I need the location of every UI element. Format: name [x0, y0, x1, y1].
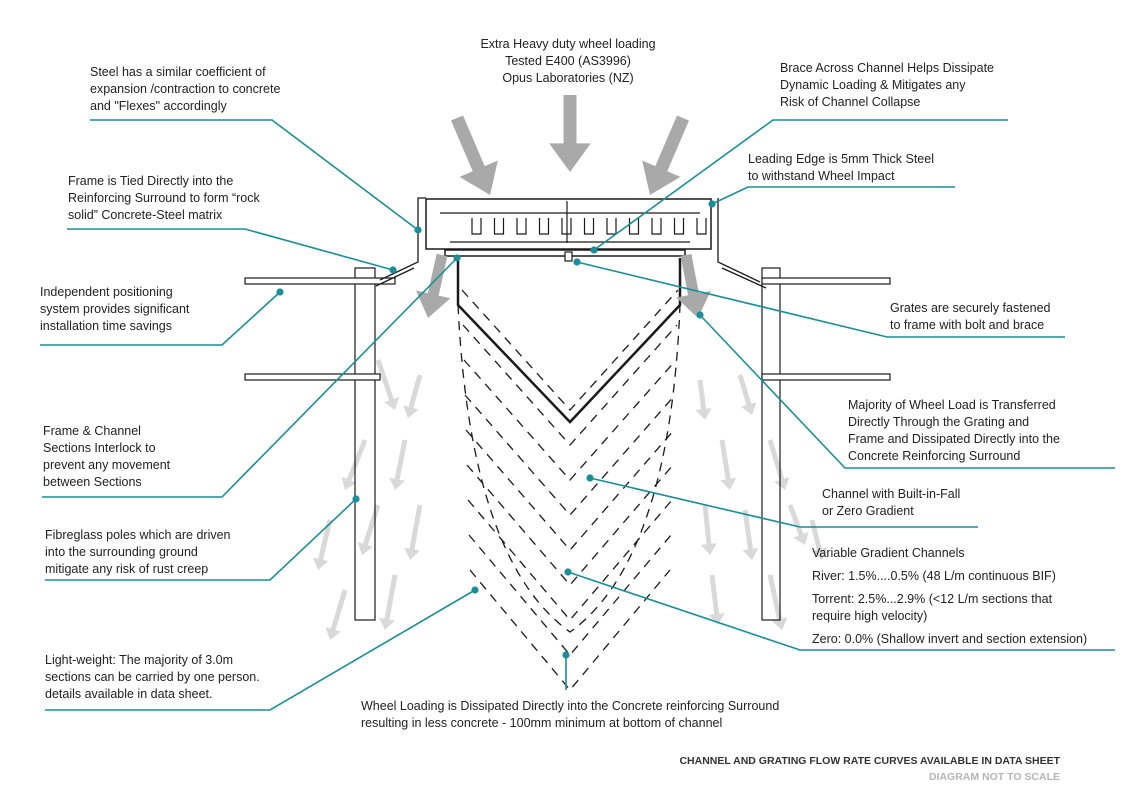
bolt: [564, 251, 573, 262]
leader-line: [42, 257, 458, 498]
grate-bar: [538, 218, 550, 235]
load-dissipation-arrow: [379, 574, 398, 630]
grate-bar: [673, 218, 685, 235]
concrete-reinforcing-line: [464, 394, 676, 516]
leader-dot: [414, 226, 422, 234]
grate-bar: [561, 218, 572, 235]
concrete-reinforcing-line: [469, 569, 671, 692]
leader-line: [67, 228, 394, 271]
grate-bar: [583, 218, 595, 235]
concrete-surround-edge: [457, 304, 681, 633]
load-dissipation-arrow: [719, 439, 737, 490]
load-dissipation-arrow: [742, 509, 759, 560]
leader-line: [45, 498, 357, 581]
leader-dot: [696, 311, 704, 319]
leader-dot: [564, 568, 572, 576]
load-dissipation-arrow: [312, 519, 333, 570]
frame: [425, 198, 712, 250]
leader-line: [576, 261, 1065, 338]
load-dissipation-arrow: [404, 504, 423, 560]
fibreglass-pole: [761, 267, 781, 621]
load-dissipation-arrow: [767, 439, 790, 490]
footer-scale-note: DIAGRAM NOT TO SCALE: [928, 771, 1060, 783]
grate-bar: [696, 218, 707, 235]
grate-bar: [516, 218, 527, 235]
positioning-bar: [244, 373, 381, 381]
grate-outline: [440, 201, 700, 243]
leader-dot: [471, 586, 479, 594]
positioning-bar: [761, 373, 891, 381]
leader-line: [711, 186, 955, 205]
concrete-reinforcing-line: [466, 464, 674, 586]
leader-line: [567, 571, 1115, 651]
load-dissipation-arrow: [403, 374, 423, 418]
positioning-bar: [244, 277, 396, 285]
concrete-reinforcing-line: [467, 499, 673, 622]
load-transfer-arrow: [416, 253, 451, 318]
load-dissipation-arrow: [700, 504, 717, 555]
wheel-load-arrow: [451, 115, 498, 195]
frame-flange-inner: [375, 267, 767, 289]
fibreglass-pole: [354, 267, 376, 621]
concrete-reinforcing-line: [462, 324, 678, 446]
leader-dot: [453, 254, 461, 262]
leader-dot: [352, 495, 360, 503]
leader-dot: [276, 288, 284, 296]
concrete-reinforcing-line: [465, 429, 675, 551]
load-dissipation-arrow: [767, 574, 788, 630]
wheel-load-arrow: [642, 115, 689, 195]
leader-line: [699, 314, 1115, 469]
footer-flow-rate-note: CHANNEL AND GRATING FLOW RATE CURVES AVA…: [679, 755, 1060, 767]
load-dissipation-arrow: [809, 519, 828, 560]
grate-bar: [493, 218, 505, 235]
grate-bar: [651, 218, 662, 235]
load-dissipation-arrow: [375, 359, 400, 410]
leader-dot: [573, 258, 581, 266]
leader-dot: [708, 200, 716, 208]
load-dissipation-arrow: [325, 589, 348, 640]
leader-line: [589, 477, 978, 528]
load-dissipation-arrow: [708, 574, 725, 625]
load-dissipation-arrow: [389, 439, 408, 490]
leader-dot: [562, 651, 570, 659]
wheel-load-arrow: [549, 95, 591, 172]
concrete-reinforcing-line: [468, 534, 672, 657]
label-dissipated: Wheel Loading is Dissipated Directly int…: [361, 699, 780, 730]
concrete-reinforcing-line: [463, 359, 677, 481]
grate-bar: [606, 218, 617, 235]
load-dissipation-arrow: [787, 504, 809, 545]
leader-line: [90, 119, 419, 231]
load-dissipation-arrow: [695, 379, 712, 420]
label-gradient: Variable Gradient Channels River: 1.5%..…: [812, 546, 1088, 646]
leader-line: [593, 119, 1008, 251]
positioning-bar: [761, 277, 891, 285]
leader-dot: [586, 474, 594, 482]
grate-bar: [628, 218, 640, 235]
concrete-reinforcing-line: [461, 289, 679, 411]
leader-dot: [389, 266, 397, 274]
channel-body: [456, 258, 682, 424]
leader-dot: [590, 246, 598, 254]
load-dissipation-arrow: [737, 374, 757, 415]
grate-bar: [471, 218, 482, 235]
leader-line: [45, 589, 476, 711]
load-transfer-arrow: [676, 253, 711, 318]
load-dissipation-arrow: [357, 504, 381, 555]
leader-line: [40, 291, 281, 346]
